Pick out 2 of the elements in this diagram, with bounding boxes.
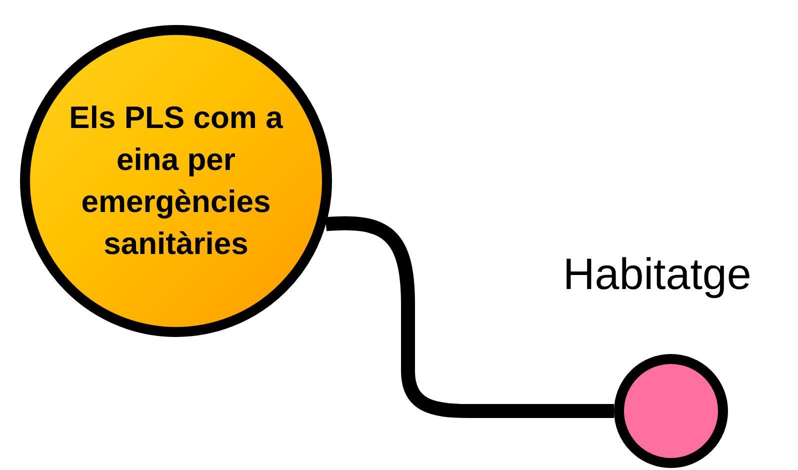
topic-text: Els PLS com a eina per emergències sanitàries (68, 99, 284, 263)
node-caption: Habitatge (563, 250, 752, 300)
